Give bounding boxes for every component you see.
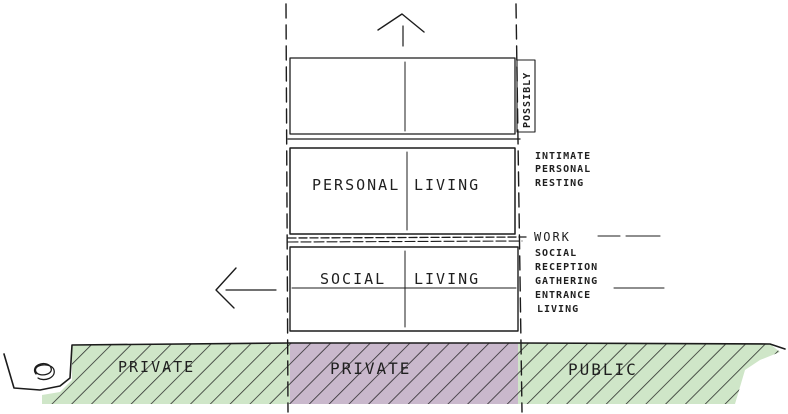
- future-block: [289, 57, 516, 135]
- floor-line-top: [287, 236, 527, 239]
- personal-block: [289, 147, 516, 235]
- left-boundary-line: [285, 3, 289, 413]
- ground-outline: [3, 342, 786, 391]
- possibly-box: [516, 59, 536, 133]
- chevron-left-icon: [215, 267, 237, 309]
- note-gathering: GATHERING: [535, 276, 598, 287]
- note-personal: PERSONAL: [535, 164, 591, 175]
- ground-hatch: [42, 343, 780, 404]
- social-label-right: LIVING: [414, 270, 480, 288]
- personal-label-right: LIVING: [414, 176, 480, 194]
- note-intimate: INTIMATE: [535, 151, 591, 162]
- note-entrance: ENTRANCE: [535, 290, 591, 301]
- note-social: SOCIAL: [535, 248, 577, 259]
- chevron-up-icon: [377, 13, 425, 33]
- swirl-icon: [33, 362, 55, 381]
- note-work: WORK: [534, 230, 571, 244]
- ground-label-private-left: PRIVATE: [118, 358, 195, 376]
- social-label-left: SOCIAL: [320, 270, 386, 288]
- note-reception: RECEPTION: [535, 262, 598, 273]
- possibly-label: POSSIBLY: [522, 72, 533, 128]
- note-living: LIVING: [537, 304, 579, 315]
- personal-label-left: PERSONAL: [312, 176, 400, 194]
- ground-label-public: PUBLIC: [568, 360, 638, 379]
- floor-line-bottom: [287, 240, 523, 243]
- social-block: [289, 246, 519, 332]
- note-resting: RESTING: [535, 178, 584, 189]
- ground-label-private-center: PRIVATE: [330, 359, 411, 378]
